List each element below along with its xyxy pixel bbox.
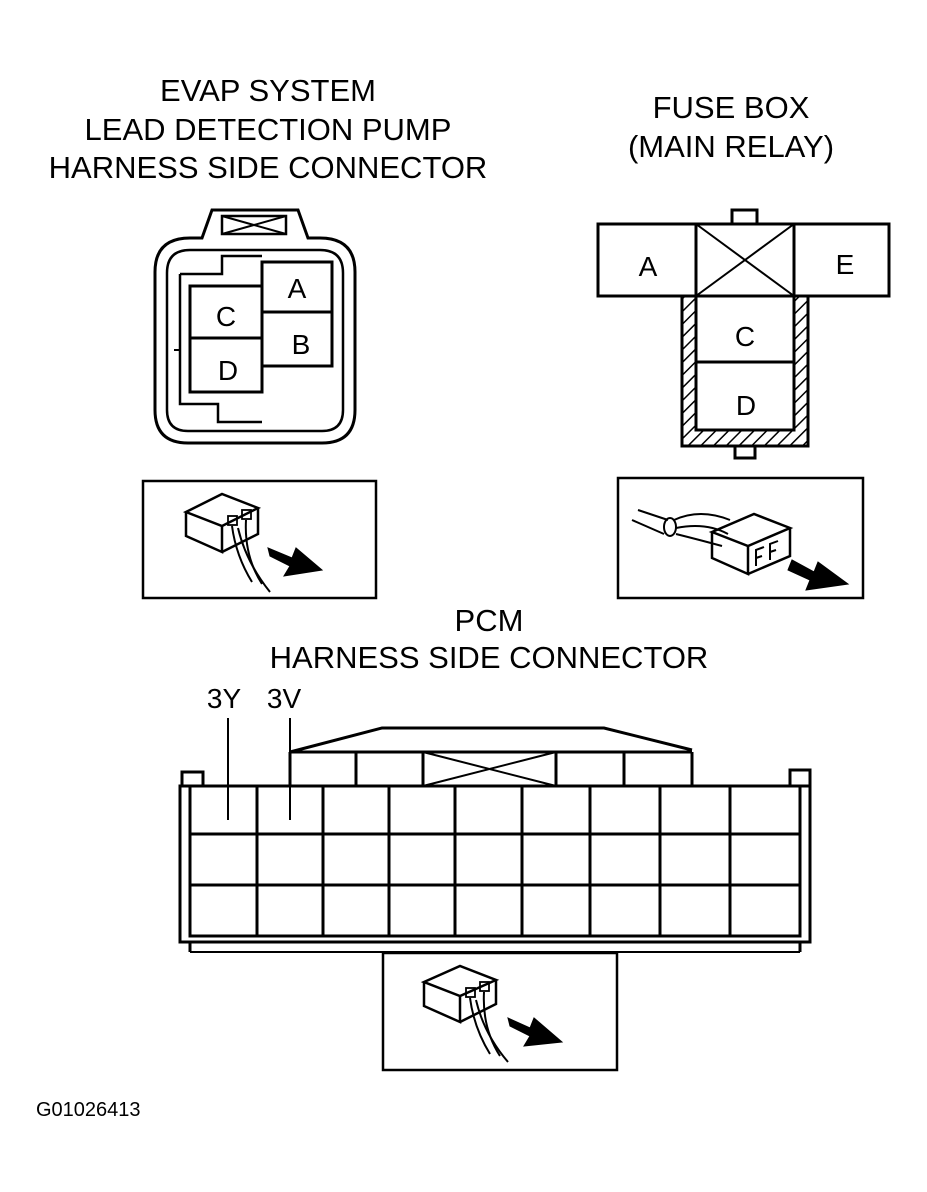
figure-reference-code: G01026413 — [36, 1099, 141, 1121]
evap-connector-face — [153, 208, 357, 445]
fuse-box-title-line-1: FUSE BOX — [653, 90, 810, 125]
pcm-connector-face — [178, 718, 812, 953]
fuse-box-view-direction-icon — [616, 476, 865, 600]
evap-title-line-2: LEAD DETECTION PUMP — [85, 112, 452, 147]
evap-pin-d-label: D — [218, 355, 238, 386]
pcm-pin-3y-label: 3Y — [207, 683, 242, 714]
evap-pin-b-label: B — [292, 329, 311, 360]
fuse-pin-e-label: E — [836, 249, 855, 280]
fuse-box-section: FUSE BOX (MAIN RELAY) A E C D — [596, 90, 891, 600]
pcm-section: PCM HARNESS SIDE CONNECTOR 3Y 3V — [178, 603, 812, 1072]
fuse-pin-a-label: A — [639, 251, 658, 282]
evap-view-direction-icon — [141, 479, 378, 600]
pcm-title-line-2: HARNESS SIDE CONNECTOR — [270, 640, 709, 675]
evap-connector-section: EVAP SYSTEM LEAD DETECTION PUMP HARNESS … — [49, 73, 488, 600]
evap-pin-c-label: C — [216, 301, 236, 332]
fuse-pin-d-label: D — [736, 390, 756, 421]
fuse-box-title-line-2: (MAIN RELAY) — [628, 129, 834, 164]
pcm-pin-3v-label: 3V — [267, 683, 302, 714]
fuse-box-relay-face — [596, 208, 891, 460]
pcm-view-direction-icon — [381, 951, 619, 1072]
evap-pin-a-label: A — [288, 273, 307, 304]
evap-title-line-3: HARNESS SIDE CONNECTOR — [49, 150, 488, 185]
evap-title-line-1: EVAP SYSTEM — [160, 73, 376, 108]
pcm-title-line-1: PCM — [455, 603, 524, 638]
fuse-pin-c-label: C — [735, 321, 755, 352]
